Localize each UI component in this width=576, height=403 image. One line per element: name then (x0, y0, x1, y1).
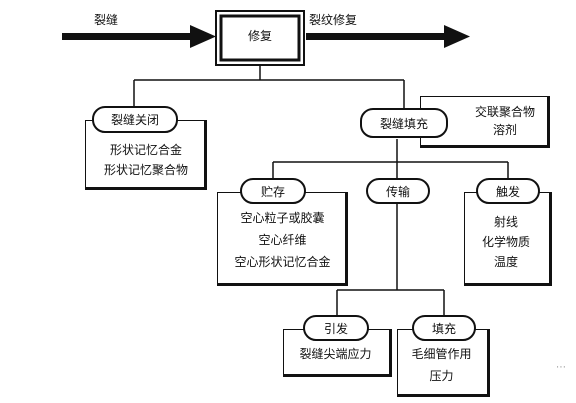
trigger-item: 温度 (493, 255, 518, 269)
trigger-item: 射线 (493, 215, 518, 229)
center-label: 修复 (247, 29, 272, 43)
initiation-item: 裂缝尖端应力 (299, 347, 372, 361)
connector-lines (133, 65, 509, 315)
closure-item: 形状记忆聚合物 (103, 163, 188, 177)
crack-input-arrow (62, 25, 216, 48)
filling-pill: 裂缝填充 (360, 108, 448, 138)
closure-item: 形状记忆合金 (109, 143, 182, 157)
initiation-pill: 引发 (303, 315, 369, 341)
trigger-pill: 触发 (476, 178, 540, 204)
storage-item: 空心粒子或胶囊 (240, 211, 325, 225)
storage-pill: 贮存 (240, 178, 306, 204)
repair-result-label: 裂纹修复 (309, 13, 358, 27)
storage-item: 空心纤维 (258, 233, 307, 247)
fill-pill: 填充 (412, 315, 476, 341)
crack-label: 裂缝 (94, 13, 119, 27)
fill-item: 压力 (429, 369, 454, 383)
storage-item: 空心形状记忆合金 (234, 255, 331, 269)
filling-side-item: 交联聚合物 (474, 105, 535, 119)
center-box-frame (215, 10, 305, 66)
watermark-icon: ⋯ (556, 362, 566, 373)
trigger-item: 化学物质 (481, 235, 530, 249)
filling-side-item: 溶剂 (492, 123, 517, 137)
transport-pill: 传输 (366, 178, 430, 204)
storage-box (217, 192, 348, 286)
closure-pill: 裂缝关闭 (92, 106, 178, 133)
initiation-box (283, 329, 392, 377)
trigger-box (464, 192, 552, 286)
repair-output-arrow (306, 25, 470, 48)
fill-item: 毛细管作用 (411, 347, 472, 361)
